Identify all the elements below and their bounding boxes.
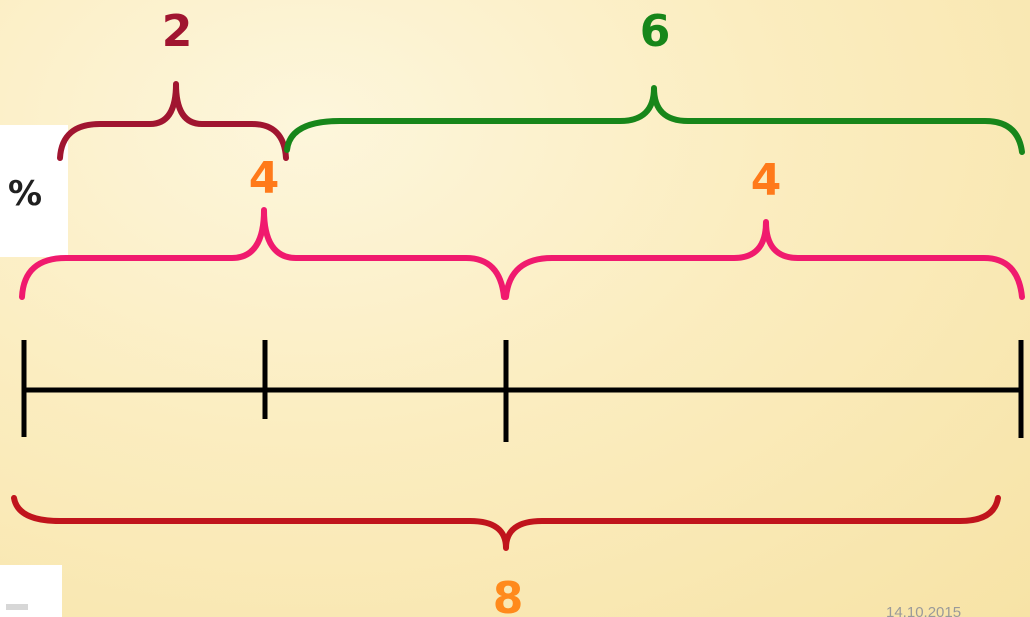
label-four-right: 4 [751, 155, 782, 206]
footer-date: 14.10.2015 [886, 604, 961, 617]
label-four-left: 4 [249, 153, 280, 204]
label-two: 2 [162, 6, 193, 57]
brace-six [284, 85, 1025, 155]
brace-four-right [503, 219, 1025, 300]
brace-eight [11, 495, 1001, 551]
brace-four-left [19, 207, 507, 300]
brace-two [57, 81, 289, 161]
percent-icon[interactable]: % [0, 125, 68, 257]
label-six: 6 [640, 6, 671, 57]
partial-icon[interactable] [0, 565, 62, 617]
label-eight: 8 [493, 573, 524, 617]
percent-symbol: % [8, 174, 42, 214]
